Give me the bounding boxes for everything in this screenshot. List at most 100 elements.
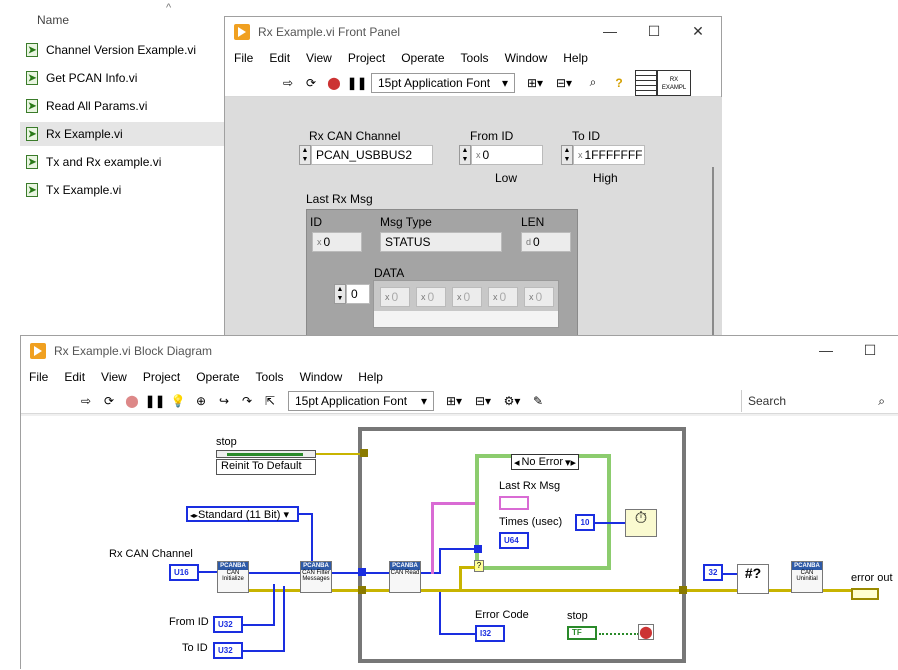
file-item[interactable]: ➤ Read All Params.vi bbox=[20, 94, 230, 118]
abort-icon[interactable]: ⬤ bbox=[125, 393, 139, 408]
vertical-scrollbar[interactable] bbox=[712, 167, 714, 337]
loop-condition-icon[interactable]: ⬤ bbox=[638, 624, 654, 640]
menu-view[interactable]: View bbox=[101, 370, 127, 384]
front-panel-titlebar[interactable]: Rx Example.vi Front Panel — ☐ ✕ bbox=[225, 17, 721, 47]
case-next-icon[interactable]: ▾▸ bbox=[564, 456, 576, 469]
font-dropdown[interactable]: 15pt Application Font ▾ bbox=[288, 390, 434, 411]
minimize-icon[interactable]: — bbox=[603, 23, 617, 39]
maximize-icon[interactable]: ☐ bbox=[647, 23, 661, 39]
stop-terminal[interactable]: TF bbox=[567, 626, 597, 640]
rx-can-channel-terminal[interactable]: U16 bbox=[169, 564, 199, 581]
minimize-icon[interactable]: — bbox=[819, 342, 833, 358]
menu-window[interactable]: Window bbox=[504, 51, 548, 65]
error-code-terminal[interactable]: I32 bbox=[475, 625, 505, 642]
pause-icon[interactable]: ❚❚ bbox=[346, 75, 368, 90]
to-id-terminal[interactable]: U32 bbox=[213, 642, 243, 659]
vi-icon-pane[interactable]: RX EXAMPL bbox=[657, 69, 691, 96]
menu-help[interactable]: Help bbox=[358, 370, 383, 384]
menu-operate[interactable]: Operate bbox=[401, 51, 445, 65]
clean-up-diagram-icon[interactable]: ✎ bbox=[532, 393, 544, 408]
align-objects-icon[interactable]: ⊞▾ bbox=[526, 75, 544, 90]
loop-tunnel bbox=[360, 449, 368, 457]
reorder-icon[interactable]: ⚙▾ bbox=[503, 393, 521, 408]
search-box[interactable]: Search ⌕ bbox=[741, 390, 891, 412]
menu-project[interactable]: Project bbox=[347, 51, 386, 65]
distribute-objects-icon[interactable]: ⊟▾ bbox=[474, 393, 492, 408]
block-diagram-menubar: File Edit View Project Operate Tools Win… bbox=[21, 366, 898, 388]
maximize-icon[interactable]: ☐ bbox=[863, 342, 877, 358]
rx-can-channel-control[interactable]: PCAN_USBBUS2 bbox=[311, 145, 433, 165]
menu-file[interactable]: File bbox=[234, 51, 254, 65]
resize-search-icon[interactable]: ⌕ bbox=[589, 75, 597, 89]
wait-constant[interactable]: 10 bbox=[575, 514, 595, 531]
font-dropdown[interactable]: 15pt Application Font ▾ bbox=[371, 72, 515, 93]
case-selector[interactable]: ◂ No Error ▾▸ bbox=[511, 454, 579, 470]
wait-ms-icon[interactable]: ⏱ bbox=[625, 509, 657, 537]
const-32[interactable]: 32 bbox=[703, 564, 723, 581]
rx-can-channel-label: Rx CAN Channel bbox=[309, 129, 401, 143]
file-item[interactable]: ➤ Tx and Rx example.vi bbox=[20, 150, 230, 174]
connector-pane-icon[interactable] bbox=[635, 69, 657, 96]
highlight-execution-icon[interactable]: 💡 bbox=[170, 393, 186, 408]
menu-file[interactable]: File bbox=[29, 370, 49, 384]
menu-help[interactable]: Help bbox=[563, 51, 588, 65]
run-continuously-icon[interactable]: ⟳ bbox=[305, 75, 317, 90]
align-objects-icon[interactable]: ⊞▾ bbox=[445, 393, 463, 408]
close-icon[interactable]: ✕ bbox=[692, 23, 704, 39]
menu-project[interactable]: Project bbox=[142, 370, 181, 384]
search-icon[interactable]: ⌕ bbox=[878, 393, 885, 408]
to-id-spinner[interactable]: ▲▼ bbox=[561, 145, 573, 165]
file-item-selected[interactable]: ➤ Rx Example.vi bbox=[20, 122, 230, 146]
search-input[interactable]: Search bbox=[748, 394, 787, 408]
last-rx-msg-terminal[interactable] bbox=[499, 496, 529, 510]
help-icon[interactable]: ? bbox=[615, 75, 623, 90]
block-diagram-titlebar[interactable]: Rx Example.vi Block Diagram — ☐ bbox=[21, 336, 898, 366]
run-arrow-icon[interactable]: ⇨ bbox=[80, 393, 92, 408]
error-out-terminal[interactable] bbox=[851, 588, 879, 600]
len-label: LEN bbox=[521, 215, 545, 229]
file-item[interactable]: ➤ Get PCAN Info.vi bbox=[20, 66, 230, 90]
distribute-objects-icon[interactable]: ⊟▾ bbox=[555, 75, 573, 90]
chevron-up-icon[interactable]: ^ bbox=[166, 2, 172, 14]
stop-property-node[interactable] bbox=[216, 450, 316, 458]
clear-errors-icon[interactable]: #? bbox=[737, 564, 769, 594]
menu-view[interactable]: View bbox=[306, 51, 332, 65]
rx-can-channel-spinner[interactable]: ▲▼ bbox=[299, 145, 311, 165]
run-continuously-icon[interactable]: ⟳ bbox=[103, 393, 115, 408]
case-prev-icon[interactable]: ◂ bbox=[514, 456, 520, 469]
menu-tools[interactable]: Tools bbox=[460, 51, 489, 65]
menu-edit[interactable]: Edit bbox=[269, 51, 291, 65]
reinit-to-default-method[interactable]: Reinit To Default bbox=[216, 459, 316, 475]
times-terminal[interactable]: U64 bbox=[499, 532, 529, 549]
from-id-terminal[interactable]: U32 bbox=[213, 616, 243, 633]
file-item[interactable]: ➤ Channel Version Example.vi bbox=[20, 38, 230, 62]
data-index-spinner[interactable]: ▲▼ bbox=[334, 284, 346, 304]
from-id-value: 0 bbox=[482, 148, 490, 162]
menu-operate[interactable]: Operate bbox=[196, 370, 240, 384]
case-structure[interactable] bbox=[475, 454, 611, 570]
name-column-header[interactable]: Name bbox=[37, 13, 70, 27]
menu-window[interactable]: Window bbox=[299, 370, 343, 384]
radix-icon: x bbox=[529, 292, 534, 302]
pause-icon[interactable]: ❚❚ bbox=[144, 393, 166, 408]
run-arrow-icon[interactable]: ⇨ bbox=[282, 75, 294, 90]
while-loop-frame[interactable] bbox=[358, 427, 686, 663]
abort-icon[interactable]: ⬤ bbox=[327, 75, 341, 90]
step-over-icon[interactable]: ↷ bbox=[241, 393, 253, 408]
menu-tools[interactable]: Tools bbox=[255, 370, 284, 384]
standard-11bit-enum[interactable]: ◂▸Standard (11 Bit) ▾ bbox=[186, 506, 299, 522]
from-id-spinner[interactable]: ▲▼ bbox=[459, 145, 471, 165]
file-item[interactable]: ➤ Tx Example.vi bbox=[20, 178, 230, 202]
step-into-icon[interactable]: ↪ bbox=[218, 393, 230, 408]
data-index-control[interactable]: 0 bbox=[346, 284, 370, 304]
retain-wire-values-icon[interactable]: ⊕ bbox=[195, 393, 207, 408]
menu-edit[interactable]: Edit bbox=[64, 370, 86, 384]
step-out-icon[interactable]: ⇱ bbox=[264, 393, 276, 408]
file-label: Get PCAN Info.vi bbox=[46, 71, 138, 85]
